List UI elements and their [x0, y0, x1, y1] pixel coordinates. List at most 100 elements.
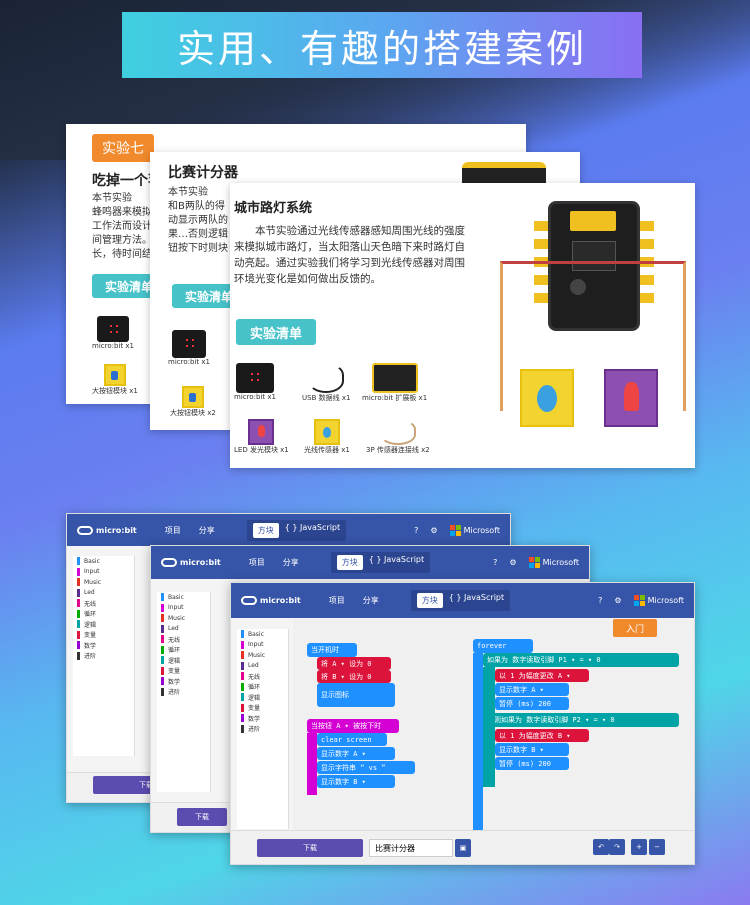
category-logic[interactable]: 逻辑 — [157, 655, 210, 666]
gear-icon[interactable]: ⚙ — [430, 525, 438, 535]
category-label: 循环 — [84, 611, 97, 619]
component-label: micro:bit 扩展板 x1 — [362, 394, 428, 402]
category-basic[interactable]: Basic — [237, 629, 288, 640]
help-icon[interactable]: ? — [414, 525, 419, 535]
block-set-a[interactable]: 将 A ▾ 设为 0 — [317, 657, 391, 670]
block-forever[interactable]: forever — [473, 639, 533, 653]
zoom-in-icon[interactable]: + — [631, 839, 647, 855]
block-set-b[interactable]: 将 B ▾ 设为 0 — [317, 670, 391, 683]
tab-blocks[interactable]: 方块 — [252, 522, 279, 538]
category-input[interactable]: Input — [73, 567, 134, 578]
block-on-start[interactable]: 当开机时 — [307, 643, 357, 657]
category-label: 无线 — [168, 636, 181, 644]
download-button[interactable]: 下载 — [177, 808, 227, 826]
redo-icon[interactable]: ↷ — [609, 839, 625, 855]
banner-title: 实用、有趣的搭建案例 — [176, 26, 587, 71]
category-variables[interactable]: 变量 — [237, 703, 288, 714]
block-on-button[interactable]: 当按钮 A ▾ 被按下时 — [307, 719, 399, 733]
tab-blocks[interactable]: 方块 — [336, 555, 363, 570]
nav-project[interactable]: 项目 — [164, 525, 181, 535]
category-logic[interactable]: 逻辑 — [73, 619, 134, 630]
category-music[interactable]: Music — [157, 613, 210, 624]
block-else-if[interactable]: 否则如果为 数字读取引脚 P2 ▾ = ▾ 0 — [483, 713, 679, 727]
category-input[interactable]: Input — [157, 603, 210, 614]
nav-project[interactable]: 项目 — [248, 558, 265, 567]
logo-text: micro:bit — [96, 525, 137, 535]
category-math[interactable]: 数学 — [73, 640, 134, 651]
block-pause-2[interactable]: 暂停 (ms) 200 — [495, 757, 569, 770]
block-clear-screen[interactable]: clear screen — [317, 733, 387, 746]
category-led[interactable]: Led — [73, 588, 134, 599]
nav-share[interactable]: 分享 — [282, 558, 299, 567]
nav-project[interactable]: 项目 — [328, 596, 345, 605]
blocks-workspace[interactable]: 入门 当开机时 将 A ▾ 设为 0 将 B ▾ 设为 0 显示图标 当按钮 A… — [293, 619, 694, 833]
block-change-a[interactable]: 以 1 为幅度更改 A ▾ — [495, 669, 589, 682]
category-radio[interactable]: 无线 — [157, 634, 210, 645]
category-loops[interactable]: 循环 — [157, 645, 210, 656]
block-show-string[interactable]: 显示字符串 “ vs ” — [317, 761, 415, 774]
project-name-input[interactable]: 比赛计分器 — [369, 839, 453, 857]
block-hat-bottom — [307, 733, 317, 795]
category-input[interactable]: Input — [237, 640, 288, 651]
block-label: 显示数字 B ▾ — [321, 777, 366, 786]
nav-share[interactable]: 分享 — [362, 596, 379, 605]
editor-topbar: micro:bit 项目 分享 方块{ } JavaScript ? ⚙ Mic… — [67, 514, 510, 546]
block-label: 暂停 (ms) 200 — [499, 699, 551, 708]
category-basic[interactable]: Basic — [73, 556, 134, 567]
category-advanced[interactable]: 进阶 — [237, 724, 288, 735]
block-if-1[interactable]: 如果为 数字读取引脚 P1 ▾ = ▾ 0 — [483, 653, 679, 667]
undo-icon[interactable]: ↶ — [593, 839, 609, 855]
intro-button[interactable]: 入门 — [613, 619, 657, 637]
block-change-b[interactable]: 以 1 为幅度更改 B ▾ — [495, 729, 589, 742]
category-list: Basic Input Music Led 无线 循环 逻辑 变量 数学 进阶 — [157, 592, 211, 792]
block-show-number-a[interactable]: 显示数字 A ▾ — [317, 747, 395, 760]
gear-icon[interactable]: ⚙ — [509, 558, 517, 567]
category-math[interactable]: 数学 — [237, 713, 288, 724]
component-label: 大按钮模块 x1 — [92, 387, 138, 395]
category-advanced[interactable]: 进阶 — [157, 687, 210, 698]
category-radio[interactable]: 无线 — [73, 598, 134, 609]
tab-javascript[interactable]: { } JavaScript — [284, 522, 341, 532]
block-show-b[interactable]: 显示数字 B ▾ — [495, 743, 569, 756]
category-music[interactable]: Music — [237, 650, 288, 661]
category-variables[interactable]: 变量 — [73, 630, 134, 641]
tab-javascript[interactable]: { } JavaScript — [368, 555, 425, 564]
category-basic[interactable]: Basic — [157, 592, 210, 603]
help-icon[interactable]: ? — [598, 596, 603, 605]
block-show-a[interactable]: 显示数字 A ▾ — [495, 683, 569, 696]
intro-label: 入门 — [625, 624, 644, 635]
category-music[interactable]: Music — [73, 577, 134, 588]
block-show-icon[interactable]: 显示图标 — [317, 683, 395, 707]
zoom-out-icon[interactable]: − — [649, 839, 665, 855]
category-logic[interactable]: 逻辑 — [237, 692, 288, 703]
block-label: forever — [477, 642, 507, 650]
save-button[interactable]: ▣ — [455, 839, 471, 857]
gear-icon[interactable]: ⚙ — [614, 596, 622, 605]
category-label: 循环 — [168, 647, 181, 655]
category-math[interactable]: 数学 — [157, 676, 210, 687]
category-led[interactable]: Led — [237, 661, 288, 672]
category-led[interactable]: Led — [157, 624, 210, 635]
category-advanced[interactable]: 进阶 — [73, 651, 134, 662]
category-loops[interactable]: 循环 — [237, 682, 288, 693]
download-label: 下载 — [195, 813, 209, 821]
nav-share[interactable]: 分享 — [198, 525, 215, 535]
category-label: Music — [84, 578, 102, 586]
category-list: Basic Input Music Led 无线 循环 逻辑 变量 数学 进阶 — [73, 556, 135, 756]
category-radio[interactable]: 无线 — [237, 671, 288, 682]
help-icon[interactable]: ? — [493, 558, 498, 567]
download-button[interactable]: 下载 — [257, 839, 363, 857]
lesson-body: 本节实验通过光线传感器感知周围光线的强度来模拟城市路灯，当太阳落山天色暗下来时路… — [234, 225, 465, 285]
lesson-title: 吃掉一个苹 — [92, 173, 162, 189]
category-variables[interactable]: 变量 — [157, 666, 210, 677]
block-show-number-b[interactable]: 显示数字 B ▾ — [317, 775, 395, 788]
category-loops[interactable]: 循环 — [73, 609, 134, 620]
block-pause-1[interactable]: 暂停 (ms) 200 — [495, 697, 569, 710]
logo-text: micro:bit — [260, 596, 301, 605]
checklist-button[interactable]: 实验清单 — [236, 319, 316, 345]
tab-blocks[interactable]: 方块 — [416, 593, 443, 608]
tab-javascript[interactable]: { } JavaScript — [448, 593, 505, 602]
block-label: 当按钮 A ▾ 被按下时 — [311, 722, 382, 730]
lesson-card-3: 城市路灯系统 本节实验通过光线传感器感知周围光线的强度来模拟城市路灯，当太阳落山… — [230, 183, 695, 468]
category-label: Input — [84, 568, 100, 576]
